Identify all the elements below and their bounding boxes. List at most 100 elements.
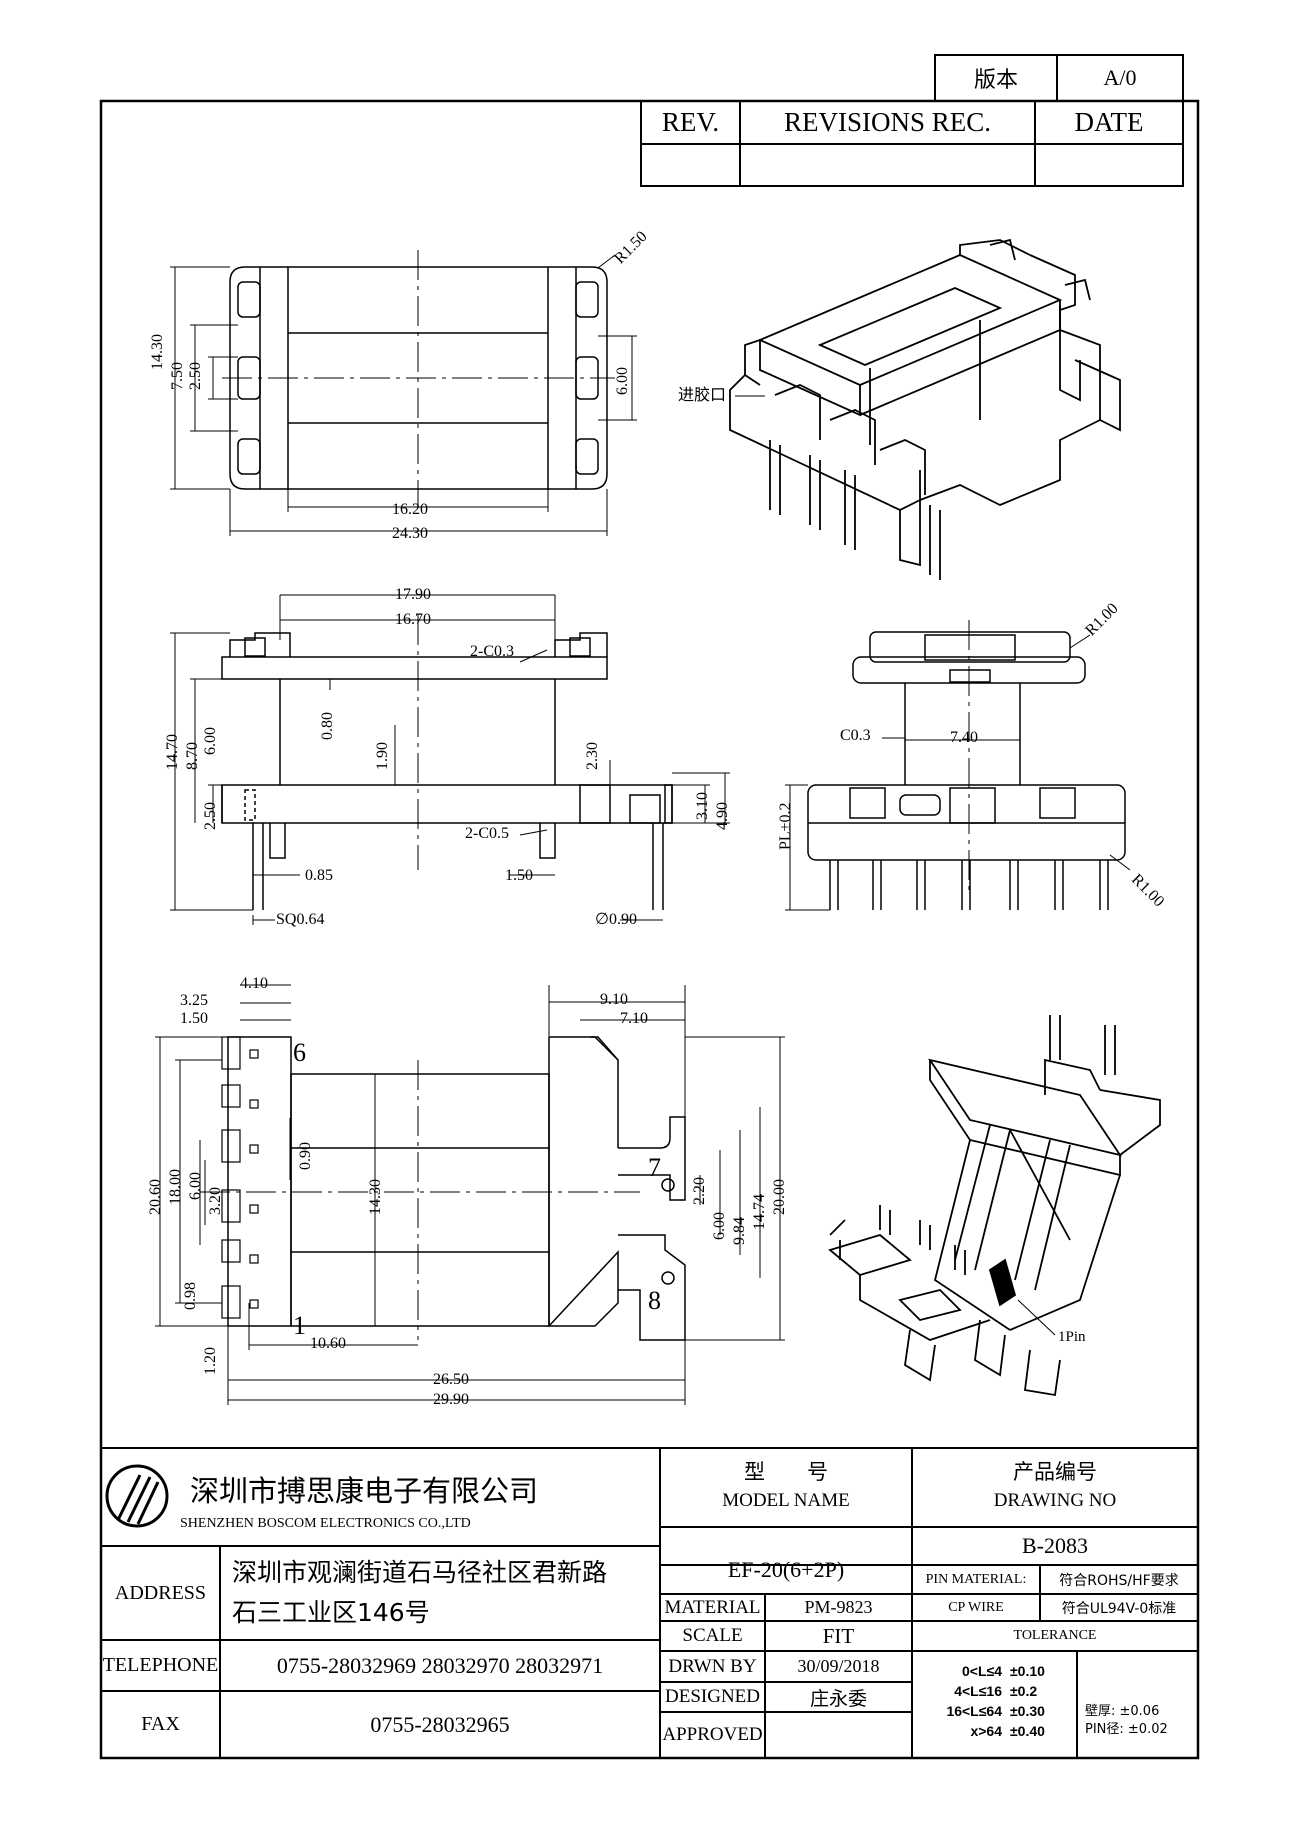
fax-value: 0755-28032965: [370, 1711, 510, 1737]
telephone-label: TELEPHONE: [102, 1654, 219, 1676]
dim-front-3: 14.70: [164, 734, 181, 770]
scale-label: SCALE: [682, 1625, 743, 1646]
pin-diameter: PIN径: ±0.02: [1085, 1722, 1168, 1737]
dim-front-16: ∅0.90: [595, 911, 637, 928]
dim-top-3: 6.00: [614, 367, 631, 395]
dim-bottom-2: 1.50: [180, 1010, 208, 1027]
revisions-header: REVISIONS REC.: [783, 107, 992, 137]
dim-bottom-15: 29.90: [433, 1391, 469, 1408]
dim-front-15: SQ0.64: [276, 911, 325, 928]
drawn-by-label: DRWN BY: [668, 1655, 757, 1677]
dim-front-12: 2-C0.5: [465, 825, 509, 842]
dim-bottom-1: 3.25: [180, 992, 208, 1009]
dim-front-9: 3.10: [694, 792, 711, 820]
dim-bottom-13: 10.60: [310, 1335, 346, 1352]
model-label-cn: 型 号: [744, 1460, 828, 1484]
bottom-view: [155, 984, 785, 1405]
dim-bottom-12: 1.20: [202, 1347, 219, 1375]
side-view: [785, 620, 1131, 911]
model-label-en: MODEL NAME: [722, 1490, 850, 1511]
cp-wire-value: 符合UL94V-0标准: [1061, 1600, 1177, 1617]
dim-bottom-20: 20.00: [771, 1179, 788, 1215]
title-block: [101, 1447, 1198, 1758]
iso-bottom-view: [828, 1015, 1161, 1397]
tolerance-range: 4<L≤16: [954, 1683, 1002, 1699]
pin-label-7: 7: [648, 1153, 661, 1182]
dim-bottom-17: 6.00: [711, 1212, 728, 1240]
cp-wire-label: CP WIRE: [948, 1599, 1004, 1615]
tolerance-range: 16<L≤64: [946, 1703, 1002, 1719]
dim-top-0: 14.30: [149, 334, 166, 370]
drawing-label-cn: 产品编号: [1013, 1460, 1097, 1484]
front-view: [170, 594, 730, 925]
material-label: MATERIAL: [664, 1596, 761, 1618]
tolerance-range: x>64: [970, 1723, 1002, 1739]
pin-material-value: 符合ROHS/HF要求: [1059, 1572, 1179, 1589]
dim-bottom-3: 9.10: [600, 991, 628, 1008]
dim-front-0: 17.90: [395, 586, 431, 603]
drawing-label-en: DRAWING NO: [993, 1490, 1117, 1511]
dim-side-1: C0.3: [840, 727, 871, 744]
dim-bottom-19: 14.74: [751, 1194, 768, 1230]
tolerance-row: 4<L≤16 ±0.2: [920, 1683, 1070, 1703]
dim-top-5: 24.30: [392, 525, 428, 542]
dim-top-2: 2.50: [187, 362, 204, 390]
material-value: PM-9823: [804, 1597, 873, 1617]
dim-bottom-4: 7.10: [620, 1010, 648, 1027]
wall-thickness: 壁厚: ±0.06: [1085, 1704, 1160, 1719]
version-label: 版本: [973, 68, 1018, 93]
dim-top-4: 16.20: [392, 501, 428, 518]
drawn-by-value: 30/09/2018: [797, 1656, 880, 1676]
pin-label-8: 8: [648, 1286, 661, 1315]
tolerance-table: 0<L≤4±0.10 4<L≤16 ±0.2 16<L≤64 ±0.30 x>64 ±…: [920, 1663, 1070, 1743]
iso-top-view: [729, 238, 1121, 580]
dim-front-4: 8.70: [184, 742, 201, 770]
tolerance-value: ±0.30: [1010, 1703, 1045, 1719]
dim-side-2: 7.40: [950, 729, 978, 746]
designed-value: 庄永委: [809, 1687, 867, 1710]
date-header: DATE: [1074, 107, 1144, 137]
dim-front-6: 0.80: [319, 712, 336, 740]
dim-front-14: 1.50: [505, 867, 533, 884]
dim-bottom-8: 3.20: [207, 1187, 224, 1215]
tolerance-value: ±0.10: [1010, 1663, 1045, 1679]
dim-side-3: PL±0.2: [777, 802, 794, 850]
dim-bottom-9: 0.90: [297, 1142, 314, 1170]
tolerance-value: ±0.40: [1010, 1723, 1045, 1739]
address-line-1: 深圳市观澜街道石马径社区君新路: [232, 1558, 608, 1587]
dim-bottom-18: 9.84: [731, 1217, 748, 1245]
pin-label-6: 6: [293, 1038, 306, 1067]
tolerance-row: 16<L≤64 ±0.30: [920, 1703, 1070, 1723]
model-value: EF-20(6+2P): [727, 1557, 845, 1582]
gate-label: 进胶口: [678, 385, 727, 404]
dim-front-7: 1.90: [374, 742, 391, 770]
dim-front-2: 2-C0.3: [470, 643, 514, 660]
designed-label: DESIGNED: [665, 1686, 760, 1707]
dim-top-1: 7.50: [169, 362, 186, 390]
dim-bottom-0: 4.10: [240, 975, 268, 992]
tolerance-row: 0<L≤4±0.10: [920, 1663, 1070, 1683]
dim-bottom-5: 20.60: [147, 1179, 164, 1215]
address-label: ADDRESS: [114, 1581, 207, 1604]
drawing-value: B-2083: [1022, 1533, 1088, 1558]
revision-box: [640, 54, 1184, 187]
company-name-cn: 深圳市搏思康电子有限公司: [190, 1474, 539, 1508]
dim-bottom-6: 18.00: [167, 1169, 184, 1205]
company-name-en: SHENZHEN BOSCOM ELECTRONICS CO.,LTD: [180, 1516, 471, 1531]
company-logo: [105, 1464, 169, 1528]
pin-material-label: PIN MATERIAL:: [925, 1571, 1027, 1587]
dim-bottom-14: 26.50: [433, 1371, 469, 1388]
dim-bottom-7: 6.00: [187, 1172, 204, 1200]
scale-value: FIT: [822, 1623, 855, 1648]
pin-label-1: 1: [293, 1311, 306, 1340]
version-value: A/0: [1103, 65, 1137, 90]
dim-front-11: 2.50: [202, 802, 219, 830]
dim-bottom-16: 2.20: [691, 1177, 708, 1205]
tolerance-value: ±0.2: [1010, 1683, 1038, 1699]
rev-header: REV.: [661, 107, 720, 137]
dim-bottom-11: 0.98: [182, 1282, 199, 1310]
tolerance-row: x>64 ±0.40: [920, 1723, 1070, 1743]
address-line-2: 石三工业区146号: [232, 1598, 430, 1627]
top-view: [170, 250, 637, 536]
approved-label: APPROVED: [662, 1724, 763, 1745]
